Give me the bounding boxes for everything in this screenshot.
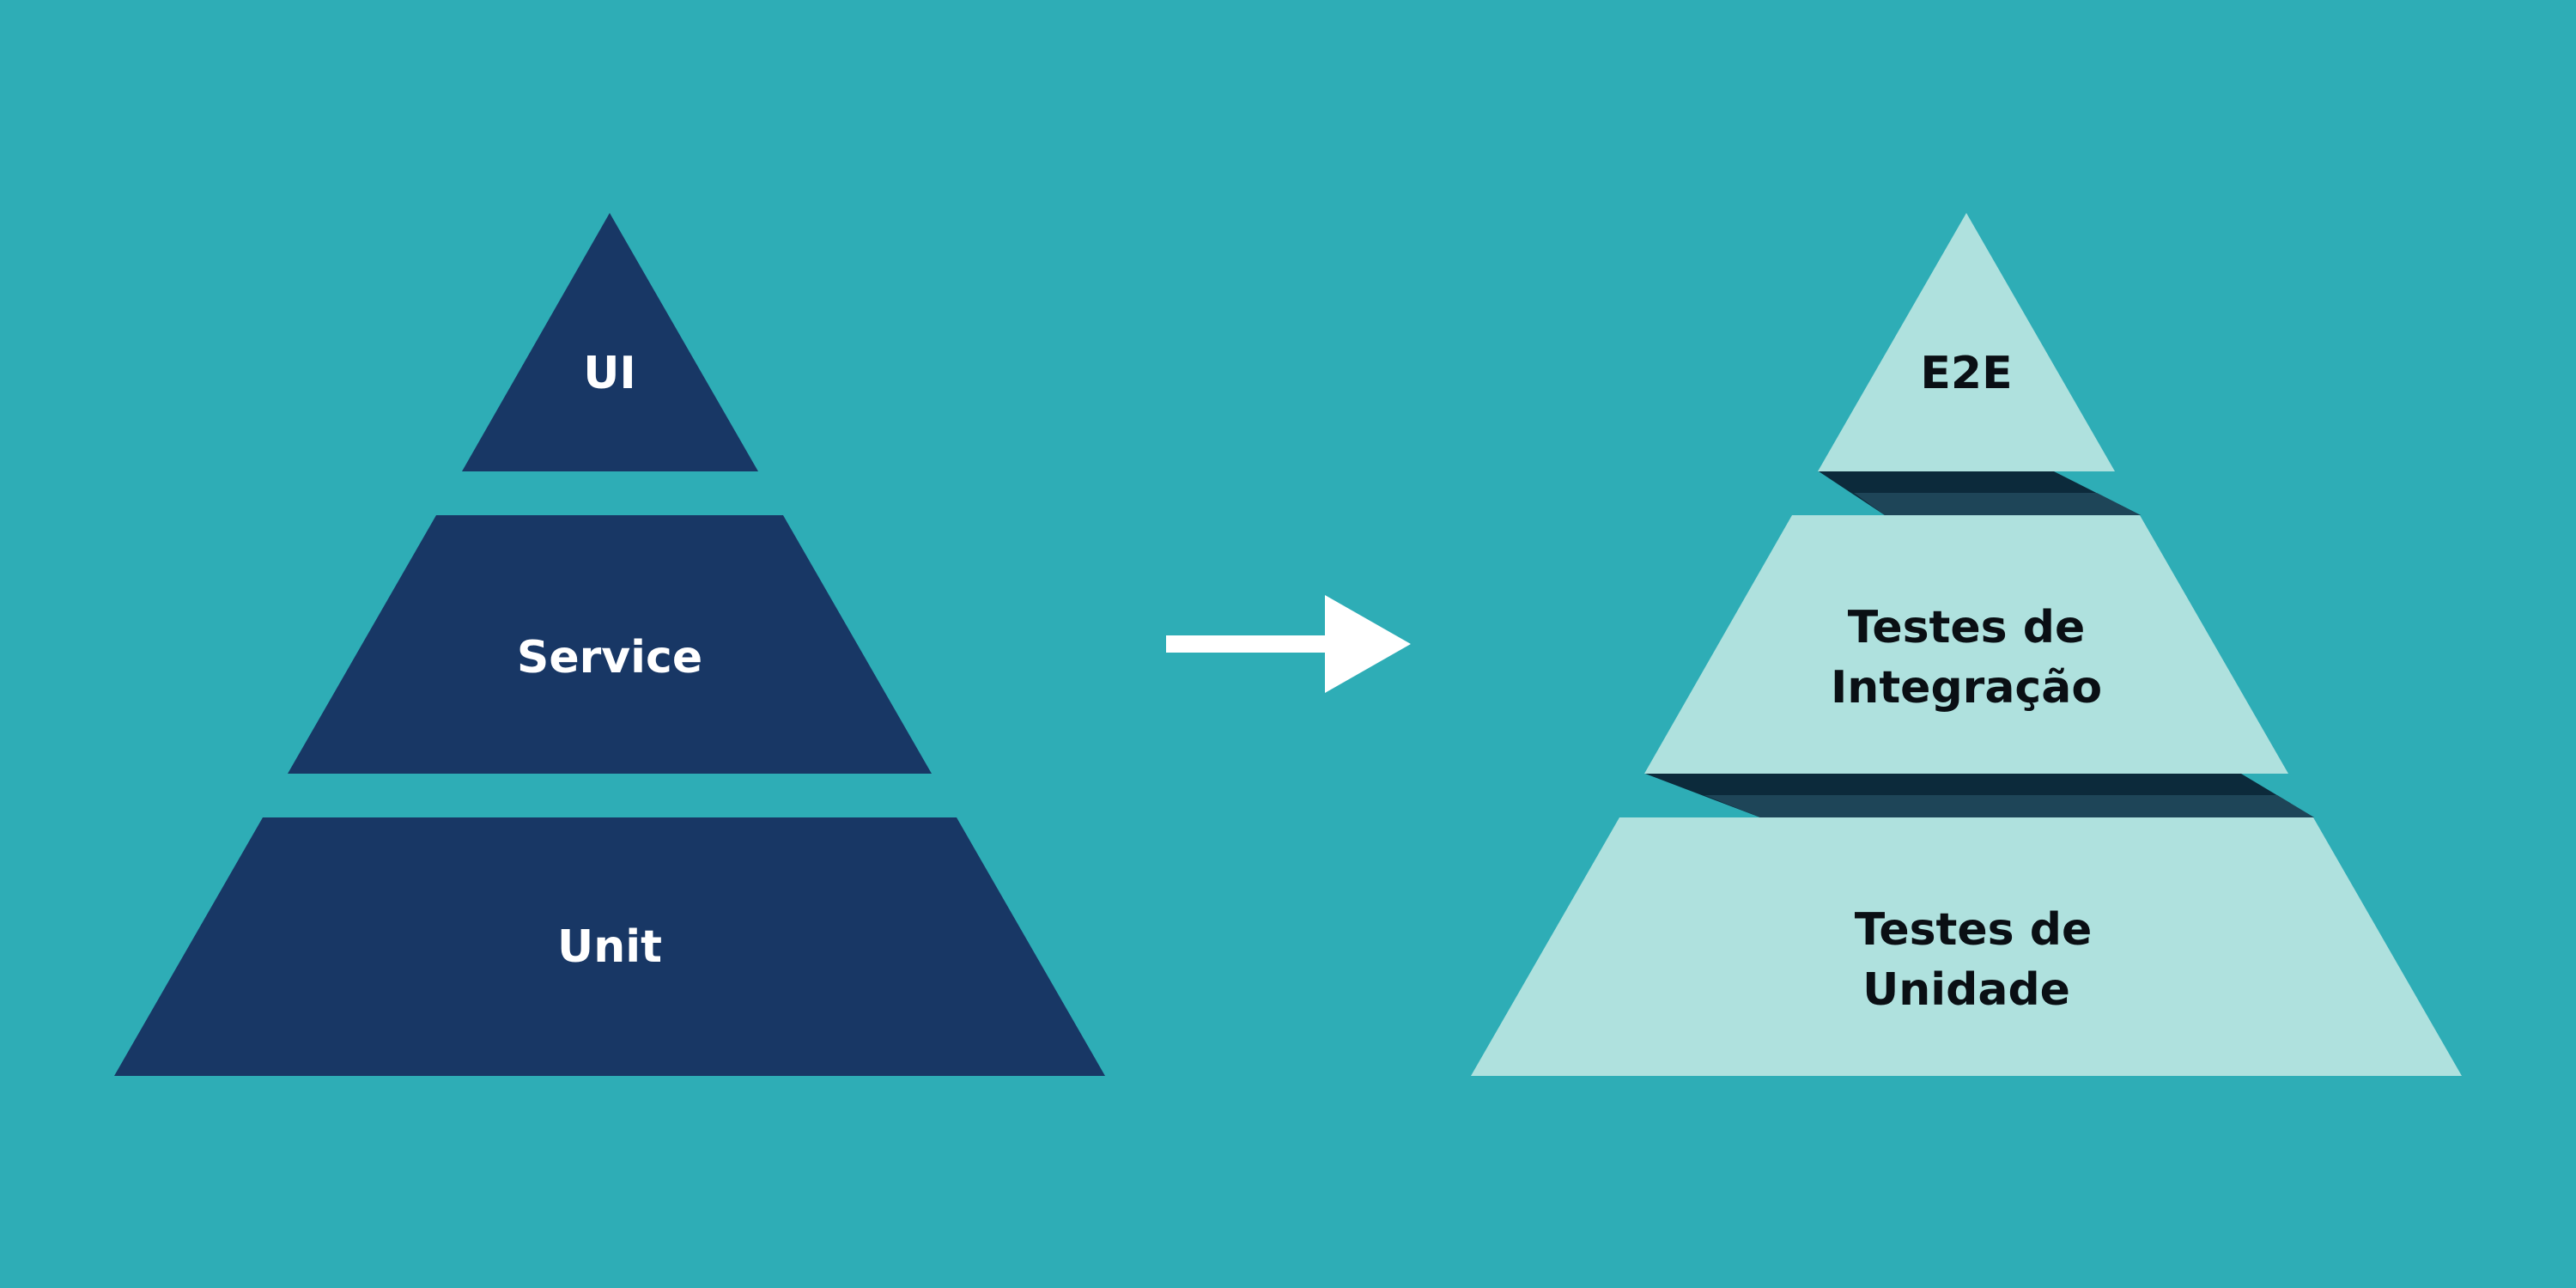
left-layer-ui <box>462 213 758 471</box>
left-layer-service <box>288 515 932 774</box>
right-pyramid: E2E Testes de Integração Testes de Unida… <box>1471 213 2462 1076</box>
left-layer-ui-label: UI <box>583 348 636 399</box>
left-layer-unit-label: Unit <box>557 921 662 973</box>
right-gap-shadow-top-highlight <box>1854 493 2141 515</box>
right-layer-unidade-label-line1: Testes de <box>1855 904 2092 956</box>
right-layer-unidade-label-line2: Unidade <box>1862 964 2070 1016</box>
right-gap-shadow-bottom-highlight <box>1704 795 2314 817</box>
left-layer-unit <box>114 817 1105 1076</box>
right-layer-unidade <box>1471 817 2462 1076</box>
left-pyramid: UI Service Unit <box>114 213 1105 1076</box>
arrow-shaft <box>1166 635 1331 653</box>
right-layer-integracao <box>1644 515 2288 774</box>
arrow-right-icon <box>1166 595 1411 693</box>
arrow-head <box>1325 595 1411 693</box>
right-layer-e2e <box>1818 213 2115 471</box>
left-layer-service-label: Service <box>517 632 702 683</box>
right-layer-integracao-label-line2: Integração <box>1831 662 2102 714</box>
right-layer-integracao-label-line1: Testes de <box>1848 602 2085 653</box>
right-layer-e2e-label: E2E <box>1920 348 2012 399</box>
